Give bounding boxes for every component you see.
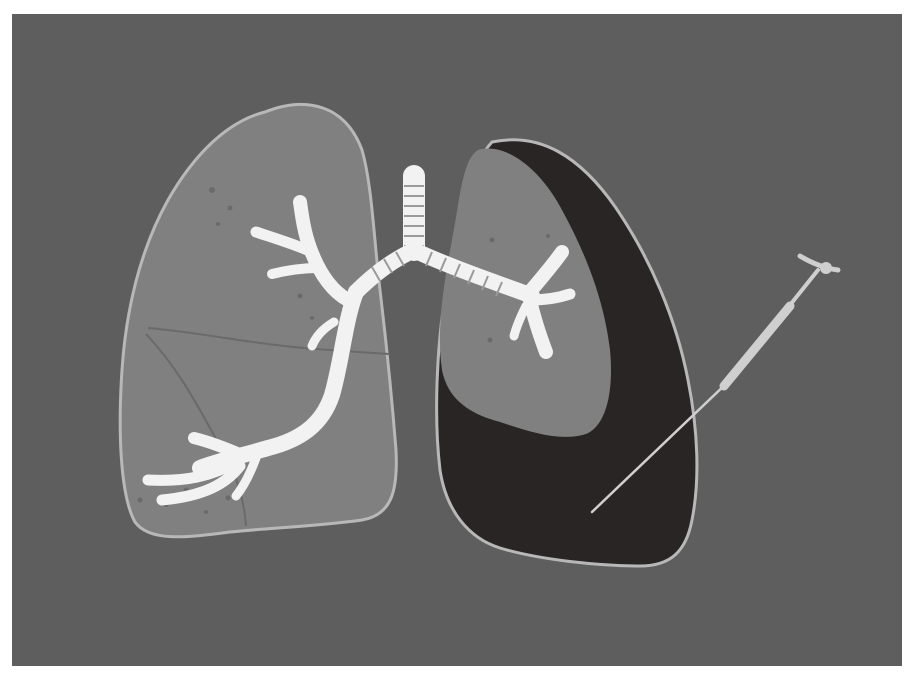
right-upper-branch-b (272, 268, 318, 274)
syringe-handle-knob (820, 262, 832, 274)
tracheal-rings (404, 186, 424, 246)
